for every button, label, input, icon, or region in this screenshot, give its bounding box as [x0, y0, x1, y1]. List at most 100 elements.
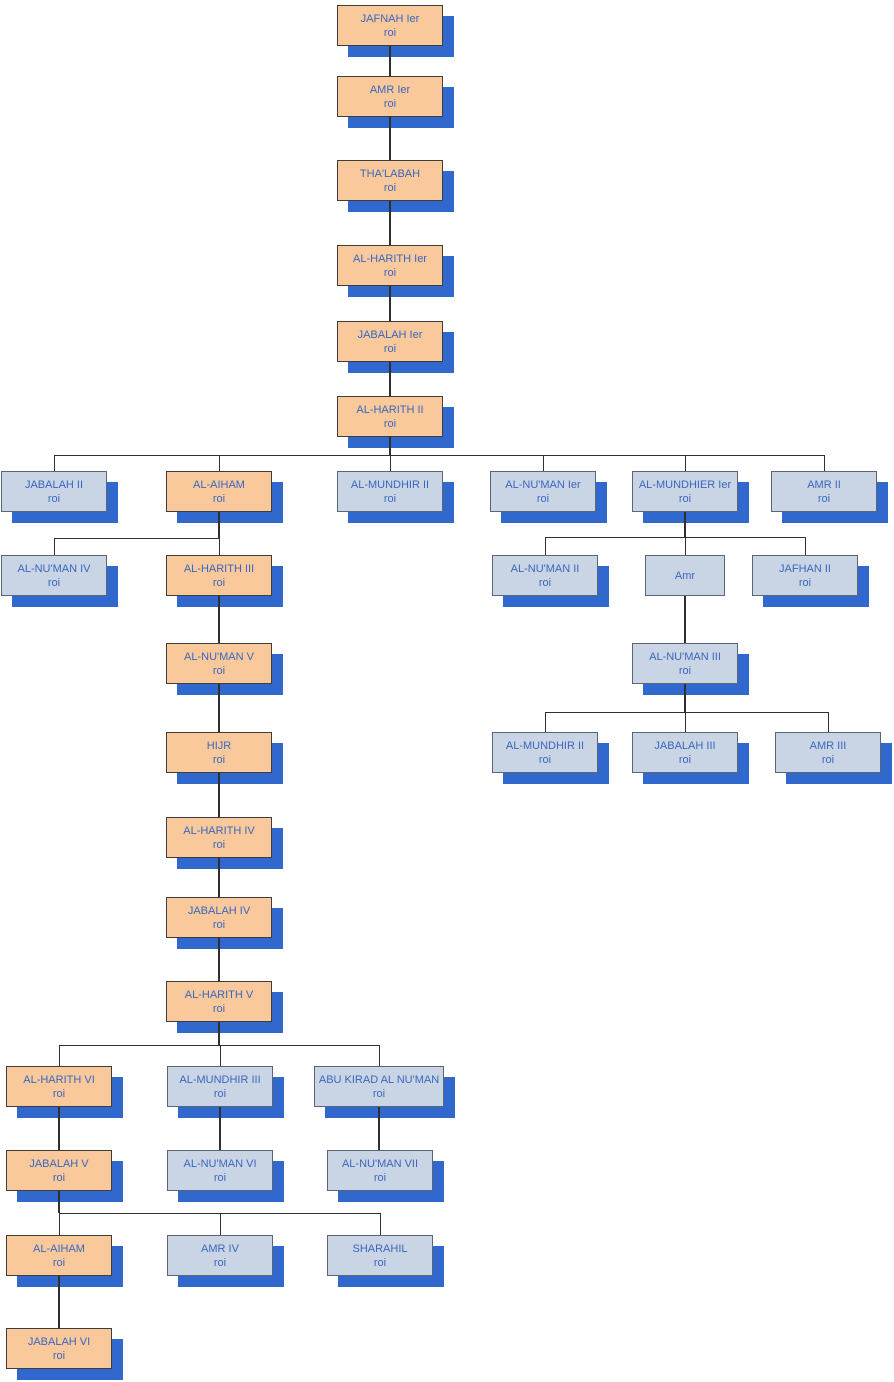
connector-line	[389, 437, 391, 455]
node-subtitle: roi	[383, 266, 397, 279]
connector-line	[827, 712, 829, 732]
node-subtitle: roi	[373, 1171, 387, 1184]
connector-line	[684, 712, 686, 732]
node-subtitle: roi	[372, 1087, 386, 1100]
connector-line	[378, 1045, 380, 1066]
connector-line	[218, 684, 220, 732]
node-label: AMR II	[807, 478, 841, 491]
node-subtitle: roi	[212, 1002, 226, 1015]
node-subtitle: roi	[52, 1256, 66, 1269]
node-subtitle: roi	[212, 918, 226, 931]
connector-line	[219, 1045, 221, 1066]
connector-line	[389, 286, 391, 321]
node-subtitle: roi	[383, 181, 397, 194]
node-subtitle: roi	[212, 492, 226, 505]
node-subtitle: roi	[798, 576, 812, 589]
node-label: JABALAH II	[24, 478, 84, 491]
node-subtitle: roi	[538, 753, 552, 766]
node-subtitle: roi	[383, 26, 397, 39]
connector-line	[804, 537, 806, 555]
connector-line	[389, 117, 391, 160]
node-subtitle: roi	[52, 1087, 66, 1100]
node-subtitle: roi	[212, 838, 226, 851]
connector-line	[218, 938, 220, 981]
node-label: AL-NU'MAN II	[510, 562, 580, 575]
node-subtitle: roi	[678, 492, 692, 505]
node-subtitle: roi	[678, 664, 692, 677]
node-subtitle: roi	[212, 753, 226, 766]
node-subtitle: roi	[678, 753, 692, 766]
node-label: JABALAH V	[29, 1157, 89, 1170]
connector-line	[53, 538, 55, 555]
connector-line	[218, 512, 220, 538]
node-label: AL-NU'MAN III	[649, 650, 721, 663]
node-label: THA'LABAH	[359, 167, 421, 180]
connector-line	[218, 596, 220, 643]
connector-line	[823, 455, 825, 471]
connector-line	[219, 1213, 221, 1235]
connector-rail	[545, 712, 829, 713]
node-label: AL-HARITH VI	[23, 1073, 95, 1086]
node-label: AL-AIHAM	[193, 478, 245, 491]
connector-line	[389, 46, 391, 76]
connector-line	[684, 455, 686, 471]
connector-line	[58, 1107, 60, 1150]
node-subtitle: roi	[47, 492, 61, 505]
node-label: AL-MUNDHIR III	[179, 1073, 261, 1086]
connector-line	[218, 1022, 220, 1045]
connector-line	[58, 1191, 60, 1213]
node-label: AL-MUNDHIR II	[505, 739, 585, 752]
connector-line	[684, 684, 686, 712]
connector-line	[389, 362, 391, 396]
node-subtitle: roi	[213, 1256, 227, 1269]
connector-rail	[54, 538, 220, 539]
connector-line	[544, 537, 546, 555]
node-label: ABU KIRAD AL NU'MAN	[318, 1073, 440, 1086]
node-label: AL-HARITH Ier	[353, 252, 427, 265]
connector-line	[389, 455, 391, 471]
connector-line	[378, 1107, 380, 1150]
node-label: AL-AIHAM	[33, 1242, 85, 1255]
node-subtitle: roi	[383, 417, 397, 430]
node-label: AL-HARITH V	[184, 988, 254, 1001]
node-label: AMR IV	[201, 1242, 239, 1255]
node-label: JAFHAN II	[779, 562, 831, 575]
tree-node-amr_: Amr	[645, 555, 725, 596]
connector-line	[53, 455, 55, 471]
node-label: JABALAH III	[654, 739, 716, 752]
node-subtitle: roi	[213, 1171, 227, 1184]
connector-line	[684, 596, 686, 643]
node-label: AL-NU'MAN V	[184, 650, 254, 663]
node-subtitle: roi	[821, 753, 835, 766]
node-label: Amr	[674, 569, 696, 582]
node-subtitle: roi	[52, 1171, 66, 1184]
node-subtitle: roi	[536, 492, 550, 505]
connector-line	[218, 455, 220, 471]
node-subtitle: roi	[383, 492, 397, 505]
node-label: JABALAH VI	[27, 1335, 91, 1348]
connector-line	[218, 858, 220, 897]
